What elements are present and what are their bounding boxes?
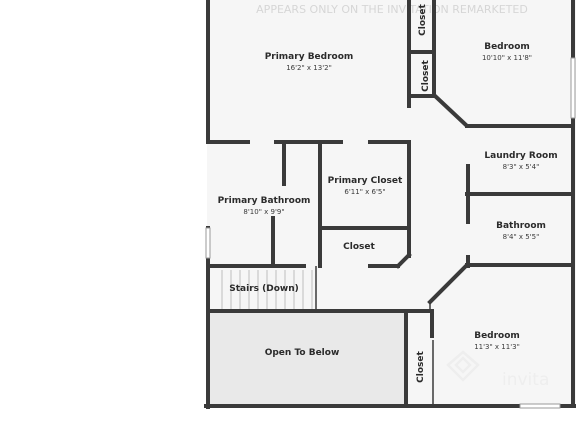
logo-watermark: invita <box>446 350 549 390</box>
primary-closet-dims: 6'11" x 6'5" <box>344 188 385 196</box>
stairs-label: Stairs (Down) <box>229 284 298 294</box>
walls <box>204 0 576 409</box>
open-to-below-area <box>210 313 406 406</box>
primary-bathroom-dims: 8'10" x 9'9" <box>243 208 284 216</box>
thin-walls <box>315 266 434 404</box>
closet-bottom-label: Closet <box>416 350 426 382</box>
bedroom-bottom-dims: 11'3" x 11'3" <box>474 343 520 351</box>
primary-bedroom-label: Primary Bedroom <box>265 52 354 62</box>
primary-bedroom-dims: 16'2" x 13'2" <box>286 64 332 72</box>
laundry-room-label: Laundry Room <box>484 151 557 161</box>
bedroom-bottom-label: Bedroom <box>474 331 520 341</box>
bathroom-label: Bathroom <box>496 221 546 231</box>
header-watermark: APPEARS ONLY ON THE INVITATION REMARKETE… <box>256 3 528 16</box>
primary-closet-label: Primary Closet <box>328 176 403 186</box>
primary-bathroom-label: Primary Bathroom <box>218 196 311 206</box>
bathroom-dims: 8'4" x 5'5" <box>503 233 540 241</box>
bedroom-top-dims: 10'10" x 11'8" <box>482 54 532 62</box>
closet-top-label: Closet <box>418 3 428 35</box>
closet-small-label: Closet <box>343 242 375 252</box>
logo-text: invita <box>502 370 549 390</box>
windows <box>205 57 576 409</box>
diamond-logo-icon <box>446 350 480 382</box>
bedroom-top-label: Bedroom <box>484 42 530 52</box>
closet-mid-label: Closet <box>421 59 431 91</box>
laundry-room-dims: 8'3" x 5'4" <box>503 163 540 171</box>
stairs-treads <box>221 270 313 309</box>
open-to-below-label: Open To Below <box>265 348 340 358</box>
